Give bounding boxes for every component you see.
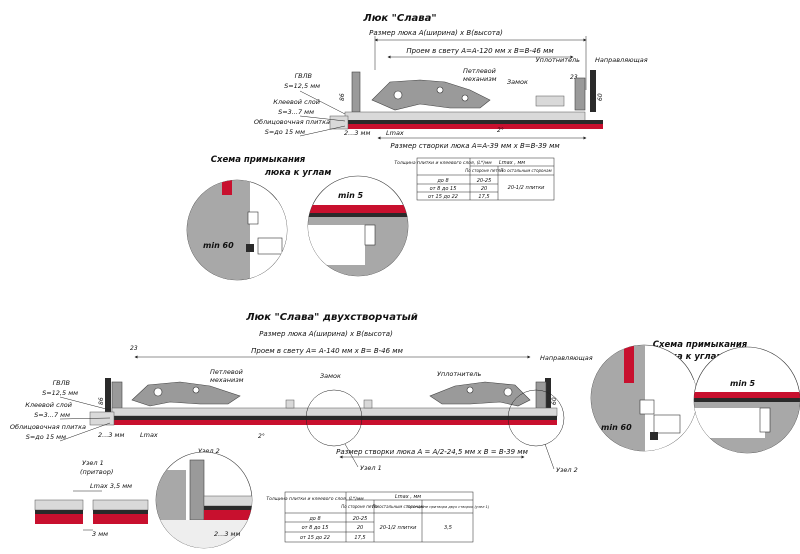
detail-node1-1: Узел 1	[82, 459, 104, 467]
top-sealer-label: Уплотнитель	[536, 56, 581, 64]
bottom-table-r1c0: от 8 до 15	[302, 525, 329, 531]
bottom-gvl-2: S=12,5 мм	[42, 389, 78, 397]
top-table-r2c0: от 15 до 22	[428, 194, 458, 200]
top-opening-label: Проем в свету А=А-120 мм х В=В-46 мм	[406, 47, 554, 55]
top-table-col1: Толщина плитки и клеевого слоя, (L*)мм	[394, 160, 492, 166]
bottom-section: Люк "Слава" двухстворчатый Размер люка А…	[10, 312, 593, 474]
top-hinge-label-1: Петлевой	[463, 67, 496, 75]
bottom-lock: Замок	[320, 372, 341, 380]
bottom-table-col2: Lmax , мм	[395, 494, 421, 500]
top-table-r0c1: 20-25	[477, 178, 492, 184]
top-size-label: Размер люка А(ширина) х В(высота)	[369, 29, 503, 37]
bottom-table-r0c1: 20-25	[353, 516, 368, 522]
bottom-tile-2: S=до 15 мм	[26, 433, 66, 441]
bottom-table-merged2: 20-1/2 плитки	[380, 525, 417, 531]
detail-node2: Узел 2	[198, 447, 220, 455]
bottom-table-col1: Толщина плитки и клеевого слоя, (L*)мм	[266, 496, 364, 502]
bottom-tile-1: Облицовочная плитка	[10, 423, 86, 431]
bottom-table-r2c0: от 15 до 22	[300, 535, 330, 541]
top-glue-1: Клеевой слой	[273, 98, 320, 106]
top-table-sub2: По остальным сторонам	[500, 168, 551, 173]
bottom-guide: Направляющая	[540, 354, 593, 362]
top-tile-2: S=до 15 мм	[265, 128, 305, 136]
bottom-size-label: Размер люка А(ширина) х В(высота)	[259, 330, 393, 338]
top-dim86: 86	[339, 93, 346, 101]
top-table-r1c1: 20	[481, 186, 487, 192]
top-corner-min60: min 60	[203, 241, 234, 250]
bottom-node1: Узел 1	[360, 464, 382, 472]
top-guide-label: Направляющая	[595, 56, 648, 64]
top-lock-label: Замок	[507, 78, 528, 86]
top-table-r0c0: до 8	[436, 178, 448, 184]
detail-lmax: Lmax 3,5 мм	[90, 482, 132, 490]
top-lmax: Lmax	[386, 129, 404, 137]
bottom-glue-2: S=3...7 мм	[34, 411, 70, 419]
detail-node1-2: (притвор)	[80, 468, 113, 476]
bottom-lmax: Lmax	[140, 431, 158, 439]
bottom-corner-title-1: Схема примыкания	[653, 340, 748, 350]
detail-gap23: 2...3 мм	[214, 530, 240, 538]
top-leaf-label: Размер створки люка А=А-39 мм х В=В-39 м…	[390, 142, 560, 150]
top-gvl-2: S=12,5 мм	[284, 82, 320, 90]
bottom-corner-min5: min 5	[730, 379, 756, 388]
top-glue-2: S=3...7 мм	[278, 108, 314, 116]
bottom-hinge-2: механизм	[210, 376, 244, 384]
top-dim60: 60	[597, 93, 604, 101]
top-section: Люк "Слава" Размер люка А(ширина) х В(вы…	[254, 13, 648, 150]
bottom-leaf-label: Размер створки люка А = А/2-24,5 мм х В …	[336, 448, 528, 456]
bottom-glue-1: Клеевой слой	[25, 401, 72, 409]
top-table: Толщина плитки и клеевого слоя, (L*)мм L…	[394, 157, 555, 201]
bottom-dim60: 60	[551, 397, 558, 405]
bottom-dim23: 23	[130, 345, 138, 352]
top-dim23: 23	[570, 74, 578, 81]
top-corner-title-1: Схема примыкания	[211, 155, 306, 165]
top-hinge-label-2: механизм	[463, 75, 497, 83]
top-table-r1c0: от 8 до 15	[430, 186, 457, 192]
detail-nodes: Узел 1 (притвор) Lmax 3,5 мм 3 мм Узел 2…	[34, 447, 253, 549]
bottom-table: Толщина плитки и клеевого слоя, (L*)мм L…	[266, 491, 490, 543]
top-title: Люк "Слава"	[362, 13, 436, 24]
bottom-table-merged3: 3,5	[444, 525, 452, 531]
top-table-r2c1: 17,5	[478, 194, 489, 200]
bottom-table-sub1: По стороне петли	[341, 504, 379, 509]
top-table-sub1: По стороне петли	[465, 168, 503, 173]
bottom-node2: Узел 2	[556, 466, 578, 474]
bottom-opening-label: Проем в свету А= А-140 мм х В= В-46 мм	[251, 347, 403, 355]
top-table-merged: 20-1/2 плитки	[508, 185, 545, 191]
bottom-dim86: 86	[98, 397, 105, 405]
bottom-table-r2c1: 17,5	[354, 535, 365, 541]
bottom-title: Люк "Слава" двухстворчатый	[245, 312, 418, 323]
bottom-hinge-1: Петлевой	[210, 368, 243, 376]
bottom-gvl-1: ГВЛВ	[53, 379, 71, 387]
top-corner-title-2: люка к углам	[265, 168, 332, 178]
bottom-table-r0c0: до 8	[308, 516, 320, 522]
bottom-table-sub3: По стороне притвора двух створок (узел 1…	[407, 505, 490, 509]
top-gvl-1: ГВЛВ	[295, 72, 313, 80]
top-tile-1: Облицовочная плитка	[254, 118, 330, 126]
top-gap: 2...3 мм	[344, 129, 370, 137]
top-corner-scheme: Схема примыкания люка к углам min 60 min…	[186, 155, 409, 281]
bottom-dim2: 2°	[258, 433, 265, 440]
top-dim2: 2°	[497, 127, 504, 134]
bottom-corner-min60: min 60	[601, 423, 632, 432]
bottom-gap: 2...3 мм	[98, 431, 124, 439]
bottom-sealer: Уплотнитель	[437, 370, 482, 378]
top-table-col2: Lmax , мм	[499, 160, 525, 166]
bottom-corner-scheme: Схема примыкания люка к углам min 60 min…	[590, 340, 800, 454]
bottom-table-sub2: По остальным сторонам	[372, 504, 423, 509]
detail-gap3: 3 мм	[92, 530, 108, 538]
bottom-table-r1c1: 20	[357, 525, 363, 531]
top-corner-min5: min 5	[338, 191, 364, 200]
bottom-corner-title-2: люка к углам	[657, 352, 724, 362]
